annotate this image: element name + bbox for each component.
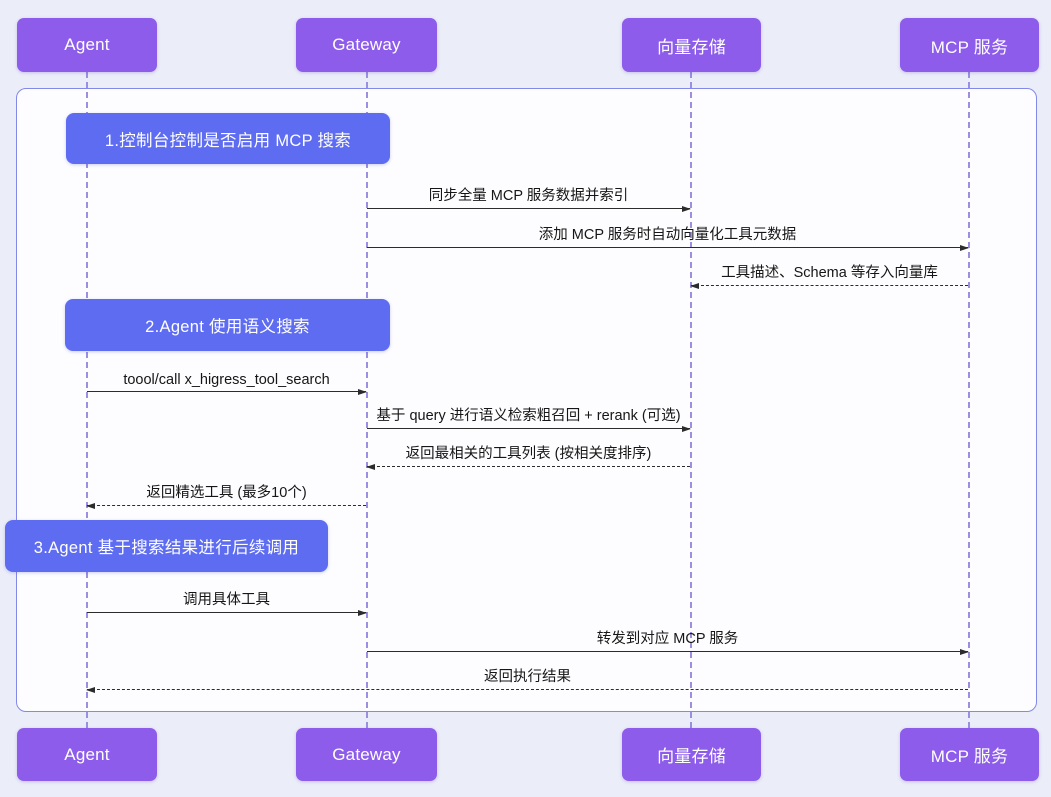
arrowhead-left-icon <box>86 687 95 693</box>
note-step-1: 1.控制台控制是否启用 MCP 搜索 <box>66 113 390 164</box>
arrowhead-left-icon <box>366 464 375 470</box>
lifeline-vector-store <box>690 72 692 728</box>
lifeline-agent <box>86 72 88 728</box>
arrowhead-left-icon <box>690 283 699 289</box>
message-store-schema: 工具描述、Schema 等存入向量库 <box>690 261 968 289</box>
actor-agent-top: Agent <box>17 18 157 72</box>
arrowhead-left-icon <box>86 503 95 509</box>
arrowhead-right-icon <box>358 389 367 395</box>
arrowhead-right-icon <box>960 649 969 655</box>
message-label: 返回最相关的工具列表 (按相关度排序) <box>405 446 652 462</box>
actor-label: MCP 服务 <box>930 37 1009 57</box>
actor-label: 向量存储 <box>657 747 726 766</box>
actor-vector-store-top: 向量存储 <box>622 18 761 72</box>
actor-gateway-top: Gateway <box>296 18 437 72</box>
actor-agent-bottom: Agent <box>17 728 157 781</box>
message-label: 同步全量 MCP 服务数据并索引 <box>428 188 629 204</box>
message-label: 调用具体工具 <box>183 592 270 608</box>
lifeline-mcp-service <box>968 72 970 728</box>
actor-label: 向量存储 <box>657 37 726 57</box>
arrowhead-right-icon <box>358 610 367 616</box>
message-label: 工具描述、Schema 等存入向量库 <box>721 265 938 281</box>
message-label: 基于 query 进行语义检索粗召回 + rerank (可选) <box>376 408 681 424</box>
arrowhead-right-icon <box>960 245 969 251</box>
message-label: toool/call x_higress_tool_search <box>123 372 330 388</box>
message-return-result: 返回执行结果 <box>86 665 968 693</box>
message-forward-to-mcp: 转发到对应 MCP 服务 <box>367 627 969 655</box>
lifeline-gateway <box>366 72 368 728</box>
message-semantic-recall: 基于 query 进行语义检索粗召回 + rerank (可选) <box>367 404 691 432</box>
message-tool-call-search: toool/call x_higress_tool_search <box>87 367 367 395</box>
note-step-3: 3.Agent 基于搜索结果进行后续调用 <box>5 520 328 572</box>
actor-label: Agent <box>64 744 110 764</box>
message-label: 返回精选工具 (最多10个) <box>146 485 307 501</box>
note-step-2: 2.Agent 使用语义搜索 <box>65 299 390 351</box>
arrowhead-right-icon <box>682 206 691 212</box>
actor-label: MCP 服务 <box>930 747 1009 766</box>
actor-mcp-service-bottom: MCP 服务 <box>900 728 1039 781</box>
message-call-specific-tool: 调用具体工具 <box>87 588 367 616</box>
actor-mcp-service-top: MCP 服务 <box>900 18 1039 72</box>
message-return-tool-list: 返回最相关的工具列表 (按相关度排序) <box>366 442 690 470</box>
message-return-selected-tools: 返回精选工具 (最多10个) <box>86 481 366 509</box>
message-label: 添加 MCP 服务时自动向量化工具元数据 <box>538 227 797 243</box>
actor-label: Gateway <box>332 744 401 764</box>
note-label: 1.控制台控制是否启用 MCP 搜索 <box>104 131 352 150</box>
message-auto-vectorize: 添加 MCP 服务时自动向量化工具元数据 <box>367 223 969 251</box>
note-label: 2.Agent 使用语义搜索 <box>145 318 310 336</box>
diagram-frame <box>16 88 1037 712</box>
note-label: 3.Agent 基于搜索结果进行后续调用 <box>33 539 300 557</box>
actor-label: Agent <box>64 35 110 54</box>
arrowhead-right-icon <box>682 426 691 432</box>
message-sync-index: 同步全量 MCP 服务数据并索引 <box>367 184 691 212</box>
actor-label: Gateway <box>332 35 401 54</box>
actor-gateway-bottom: Gateway <box>296 728 437 781</box>
message-label: 返回执行结果 <box>484 669 571 685</box>
message-label: 转发到对应 MCP 服务 <box>596 631 739 647</box>
actor-vector-store-bottom: 向量存储 <box>622 728 761 781</box>
